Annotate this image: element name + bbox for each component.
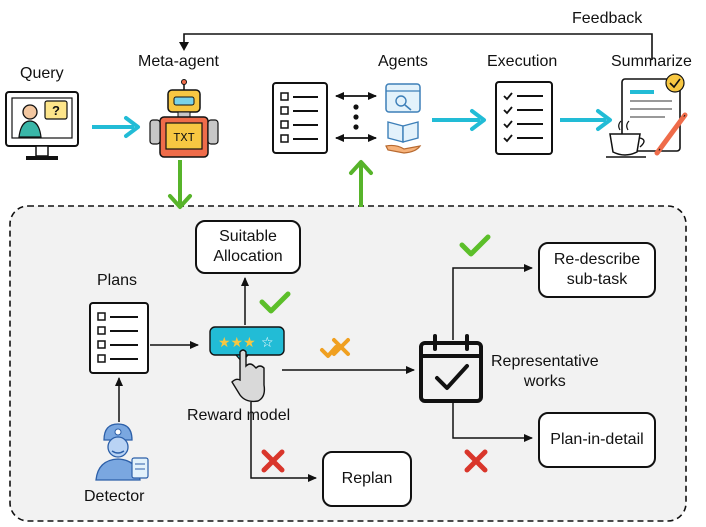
coffee-cup-icon — [606, 120, 646, 158]
replan-cross-icon — [261, 449, 285, 473]
query-label: Query — [20, 65, 64, 82]
calendar-check-icon — [419, 334, 483, 403]
reward-to-replan-arrow — [250, 402, 317, 482]
svg-text:?: ? — [52, 103, 60, 118]
execution-checklist-icon — [495, 81, 553, 155]
redescribe-line2: sub-task — [566, 271, 628, 288]
feedback-arrow — [179, 33, 653, 60]
plans-checklist-icon — [89, 302, 149, 374]
monitor-user-icon: ? — [5, 91, 79, 160]
redescribe-check-icon — [459, 234, 491, 257]
replan-label: Replan — [341, 470, 393, 487]
feedback-label: Feedback — [572, 10, 643, 27]
replan-box: Replan — [322, 451, 412, 507]
suitable-allocation-line1: Suitable — [219, 228, 277, 245]
bidirectional-arrows — [335, 92, 377, 142]
process-panel — [9, 205, 687, 522]
plan-in-detail-cross-icon — [464, 449, 488, 473]
svg-text:★★★: ★★★ — [218, 335, 256, 351]
suitable-allocation-line2: Allocation — [213, 248, 283, 265]
book-hand-icon — [385, 121, 422, 154]
representative-works-line2: works — [523, 373, 566, 390]
representative-works-label: Representative works — [491, 352, 599, 392]
summary-document-icon — [621, 73, 688, 156]
svg-text:☆: ☆ — [261, 335, 274, 351]
summarize-label: Summarize — [611, 53, 692, 70]
agents-to-execution-arrow — [432, 109, 486, 131]
agents-label: Agents — [378, 53, 428, 70]
representative-works-line1: Representative — [491, 353, 599, 370]
detector-label: Detector — [84, 488, 145, 505]
allocation-check-icon — [259, 291, 291, 314]
redescribe-line1: Re-describe — [553, 251, 641, 268]
agent-browser-icon — [385, 83, 421, 113]
redescribe-subtask-box: Re-describe sub-task — [538, 242, 656, 298]
meta-agent-down-arrow — [168, 160, 192, 209]
plan-in-detail-box: Plan-in-detail — [538, 412, 656, 468]
representative-branch-arrows — [452, 264, 533, 442]
robot-icon — [149, 79, 219, 158]
checklist-icon — [272, 82, 328, 154]
meta-agent-label: Meta-agent — [138, 53, 219, 70]
detector-person-icon — [95, 423, 149, 481]
reward-model-label: Reward model — [187, 407, 291, 424]
robot-screen-text: TXT — [173, 131, 195, 145]
execution-to-summarize-arrow — [560, 109, 612, 131]
suitable-allocation-box: Suitable Allocation — [195, 220, 301, 274]
query-to-meta-agent-arrow — [92, 116, 140, 138]
rating-hand-icon: ★★★ ☆ — [209, 326, 285, 403]
panel-to-agents-up-arrow — [349, 160, 373, 207]
plans-label: Plans — [97, 272, 138, 289]
plan-in-detail-label: Plan-in-detail — [550, 431, 644, 448]
execution-label: Execution — [487, 53, 558, 70]
partial-check-cross-icon — [320, 338, 350, 358]
